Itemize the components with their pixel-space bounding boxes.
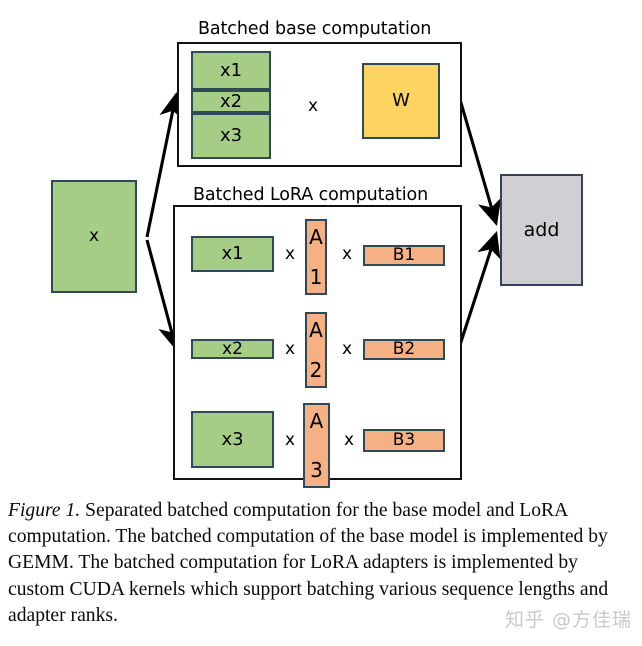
lora-row-2-matrix-b2-label: B2: [392, 339, 416, 359]
lora-row-1-input-x1-label: x1: [221, 243, 244, 264]
base-weight-block-w-label: W: [392, 90, 410, 111]
output-block-add-label: add: [523, 218, 560, 241]
base-weight-block-w[interactable]: W: [362, 63, 440, 139]
base-stacked-input-x3[interactable]: x3: [191, 113, 271, 159]
arrow-x-to-lora: [145, 239, 182, 351]
arrow-base-to-add: [457, 95, 502, 226]
figure-caption-text: Separated batched computation for the ba…: [8, 500, 609, 626]
figure-caption-label: Figure 1.: [8, 500, 81, 521]
base-stacked-input-x1-label: x1: [219, 59, 243, 81]
lora-row-1-matrix-a1[interactable]: A 1: [305, 219, 327, 295]
input-block-x[interactable]: x: [51, 180, 137, 293]
lora-row-3-matrix-a3-label: A 3: [310, 405, 324, 486]
base-stacked-input-x2[interactable]: x2: [191, 90, 271, 113]
lora-row-2-operator-2: x: [341, 339, 353, 359]
lora-row-1-input-x1[interactable]: x1: [191, 236, 274, 272]
lora-row-1-operator-1: x: [284, 244, 296, 264]
lora-row-2-matrix-a2-index: 2: [309, 358, 323, 382]
arrow-x-to-base: [145, 91, 184, 238]
lora-row-3-matrix-a3-index: 3: [310, 458, 323, 482]
lora-row-2-matrix-a2-letter: A: [309, 318, 323, 342]
lora-row-2-matrix-a2[interactable]: A 2: [305, 312, 327, 388]
lora-row-1-matrix-a1-letter: A: [309, 225, 323, 249]
lora-row-1-matrix-a1-label: A 1: [309, 221, 323, 293]
lora-row-3-matrix-b3[interactable]: B3: [363, 429, 445, 452]
lora-row-3-input-x3[interactable]: x3: [191, 411, 274, 468]
lora-row-1-matrix-a1-index: 1: [309, 265, 323, 289]
watermark: 知乎 @方佳瑞: [504, 609, 632, 631]
lora-row-3-input-x3-label: x3: [221, 428, 244, 450]
input-block-x-label: x: [88, 226, 100, 246]
lora-row-3-operator-2: x: [343, 430, 355, 450]
lora-row-1-operator-2: x: [341, 244, 353, 264]
lora-row-3-matrix-a3-letter: A: [309, 409, 324, 433]
base-stacked-input-x3-label: x3: [219, 125, 243, 146]
lora-row-2-input-x2[interactable]: x2: [191, 339, 274, 359]
lora-row-2-matrix-b2[interactable]: B2: [363, 339, 445, 360]
base-multiply-operator: x: [307, 96, 319, 116]
lora-row-3-matrix-a3[interactable]: A 3: [303, 403, 330, 488]
lora-row-2-matrix-a2-label: A 2: [309, 314, 323, 386]
lora-row-3-matrix-b3-label: B3: [392, 430, 416, 450]
arrow-lora-to-add: [457, 231, 501, 349]
lora-row-2-input-x2-label: x2: [222, 338, 243, 359]
base-group-title: Batched base computation: [198, 19, 432, 39]
figure-caption: Figure 1. Separated batched computation …: [8, 498, 636, 629]
base-stacked-input-x1[interactable]: x1: [191, 51, 271, 90]
base-stacked-input-x2-label: x2: [219, 90, 243, 112]
lora-row-3-operator-1: x: [284, 430, 296, 450]
lora-row-1-matrix-b1-label: B1: [392, 245, 416, 265]
diagram-canvas: x Batched base computation x1 x2 x3 x W …: [51, 19, 583, 488]
lora-group-title: Batched LoRA computation: [193, 185, 429, 205]
lora-row-1-matrix-b1[interactable]: B1: [363, 245, 445, 266]
output-block-add[interactable]: add: [500, 174, 583, 286]
lora-row-2-operator-1: x: [284, 339, 296, 359]
